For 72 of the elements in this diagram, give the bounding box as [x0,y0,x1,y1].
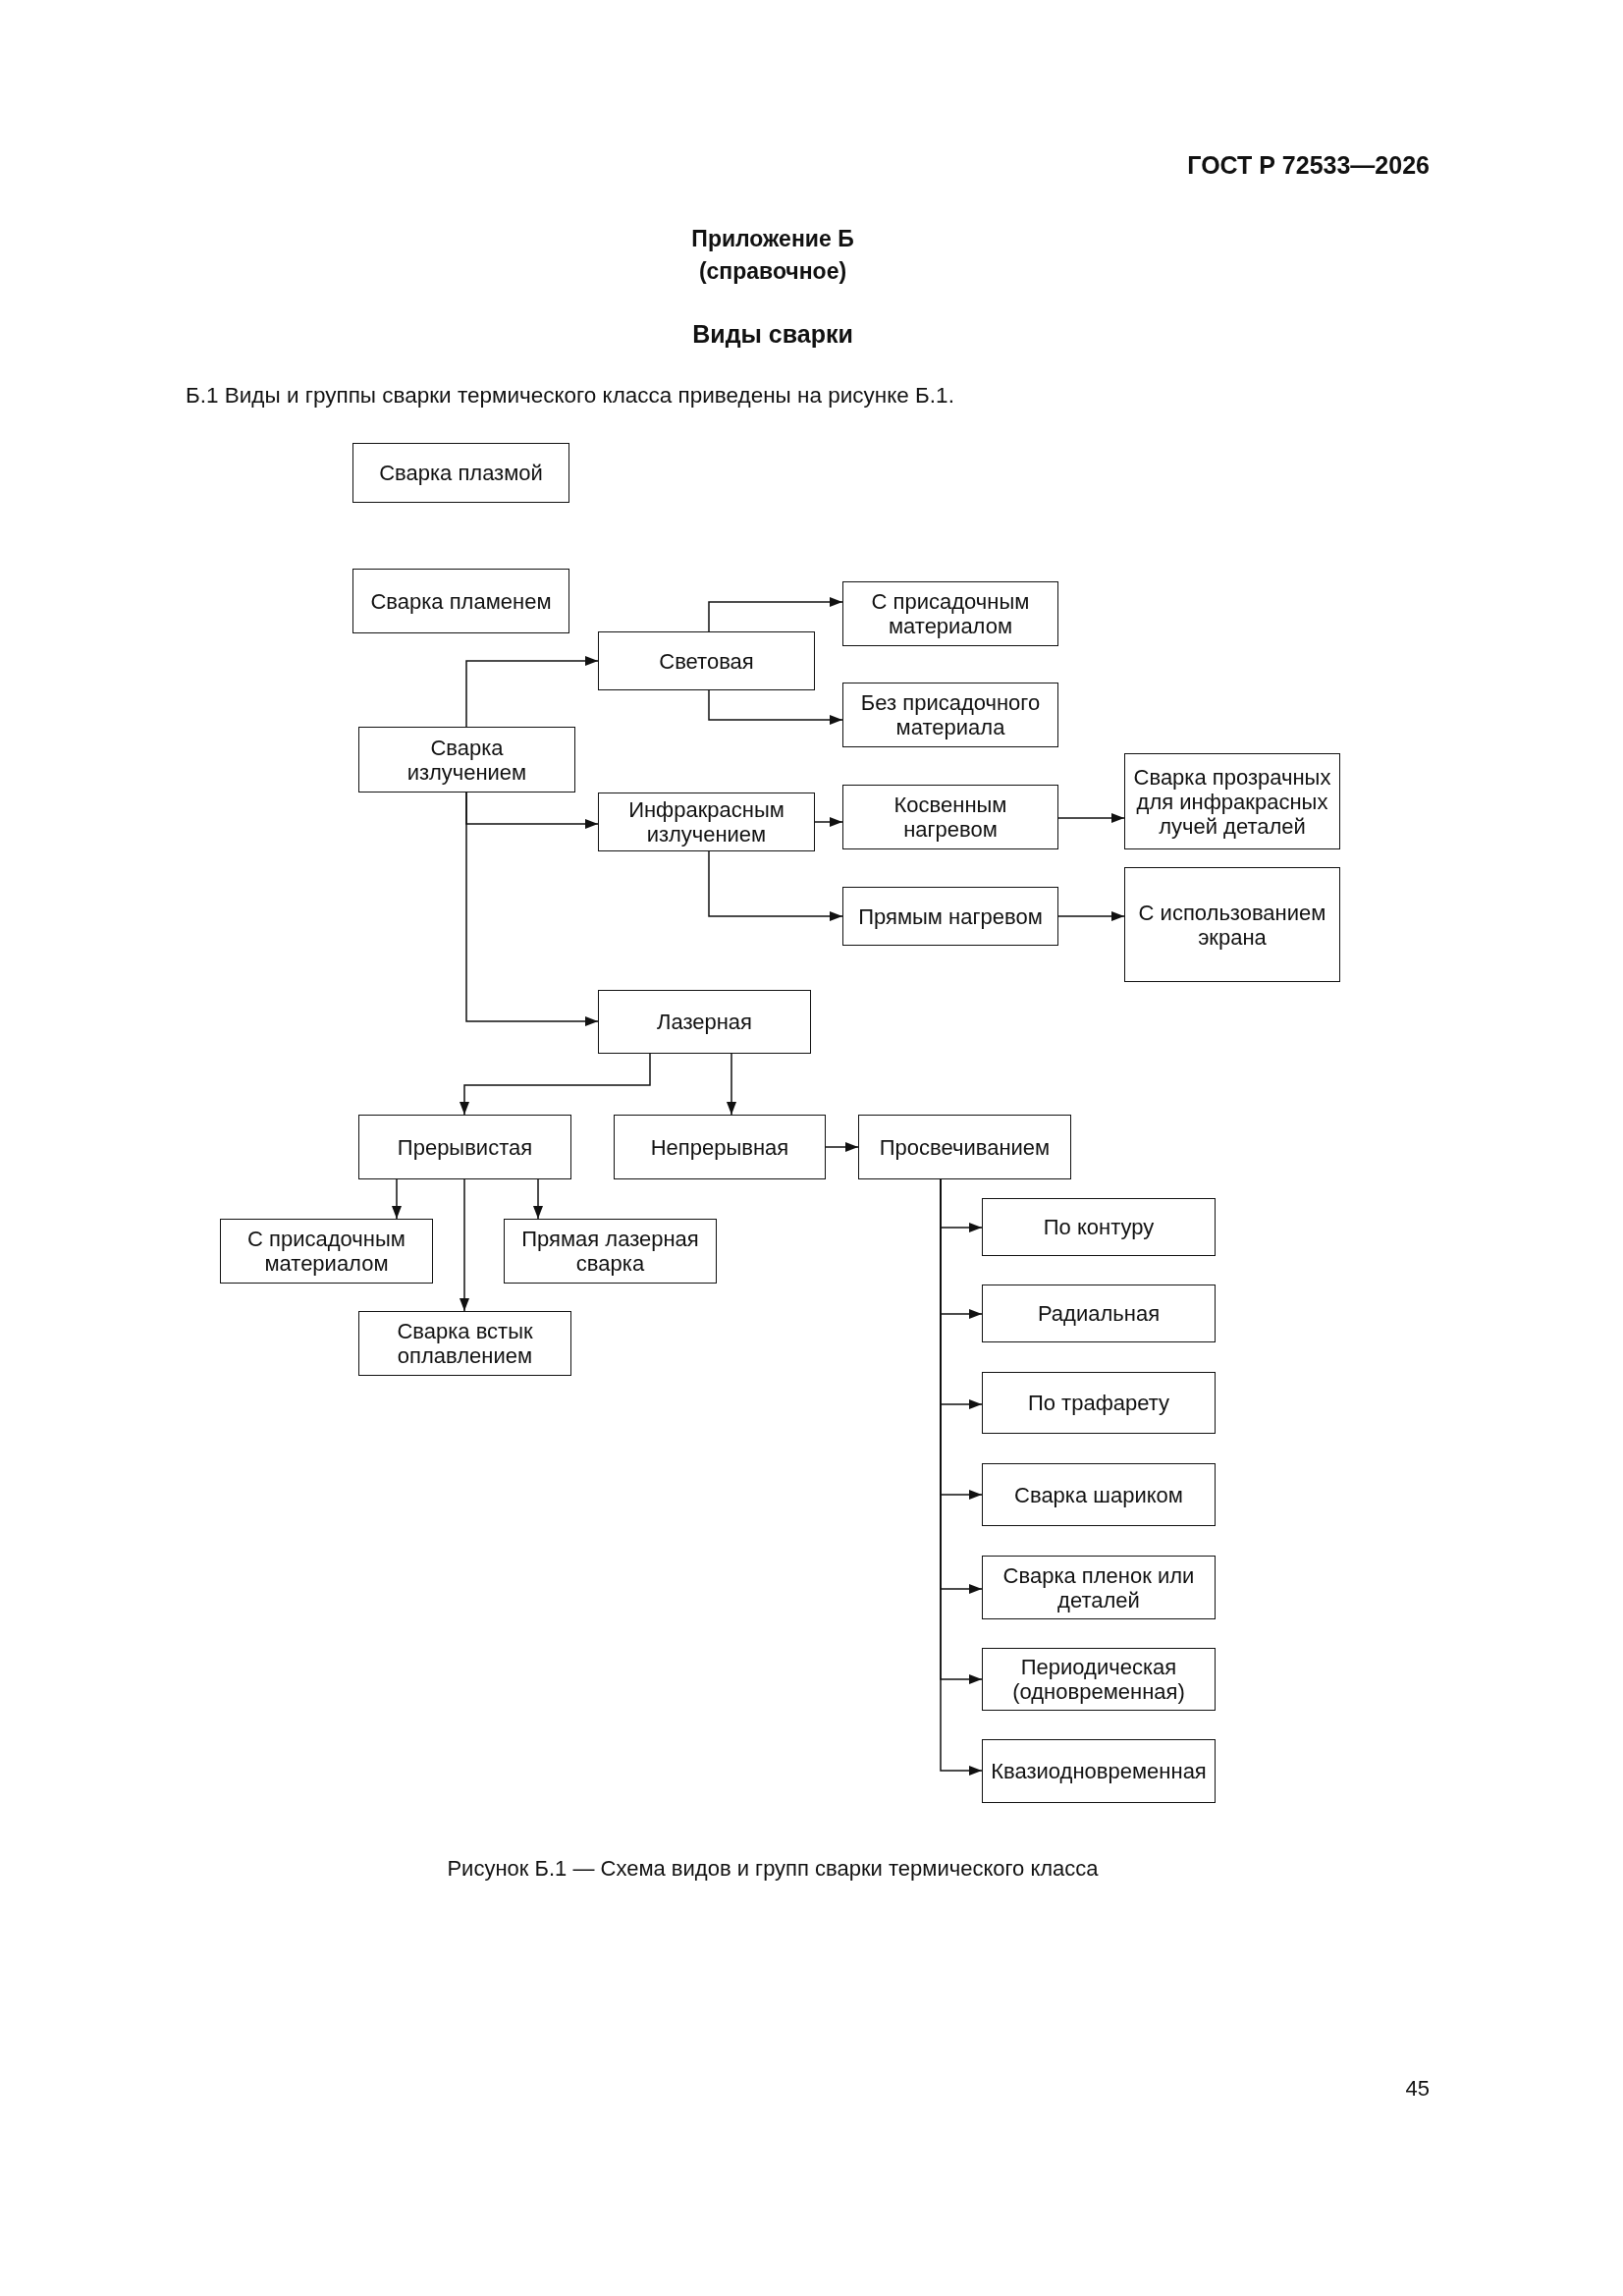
connector-arrow [708,689,843,725]
connector-arrow [708,597,843,632]
connector-arrow [708,850,843,921]
category-box [598,990,811,1054]
connector-arrow [1057,911,1125,921]
category-box [358,1311,571,1376]
category-label: Радиальная [1037,1301,1161,1326]
appendix-heading: Приложение Б [691,226,854,253]
category-label: Сварка пленок или деталей [1001,1562,1196,1613]
category-label: Сварка плазмой [379,461,543,485]
category-label: Непрерывная [650,1134,789,1160]
category-box [842,785,1058,849]
category-box [358,727,575,793]
category-box [598,631,815,690]
category-box [982,1372,1216,1434]
category-box [352,569,569,633]
category-box [352,443,569,503]
category-label: Просвечиванием [879,1134,1051,1160]
category-label: С присадочным материалом [246,1227,406,1276]
category-label: Прямым нагревом [858,903,1043,929]
category-box [1124,867,1340,982]
category-box [982,1739,1216,1803]
category-label: Световая [659,648,754,674]
category-box [1124,753,1340,849]
connector-arrow [825,1142,859,1152]
category-label: По трафарету [1027,1391,1170,1415]
category-label: Периодическая (одновременная) [1011,1655,1186,1704]
document-number: ГОСТ Р 72533—2026 [1187,150,1430,180]
connector-arrow [1057,813,1125,823]
category-box [858,1115,1071,1179]
category-label: Прерывистая [397,1134,533,1160]
connector-arrow [465,656,599,728]
connector-arrow [460,1178,469,1312]
category-label: Косвенным нагревом [893,793,1008,842]
connector-arrow [465,792,599,1026]
category-box [220,1219,433,1284]
category-box [982,1648,1216,1711]
category-box [598,793,815,851]
category-box [982,1463,1216,1526]
category-box [982,1556,1216,1619]
category-label: По контуру [1043,1215,1155,1239]
category-box [614,1115,826,1179]
category-box [842,887,1058,946]
category-label: Сварка излучением [406,735,528,785]
category-label: Сварка шариком [1014,1482,1183,1507]
category-box [358,1115,571,1179]
category-label: Сварка встык оплавлением [396,1319,534,1368]
category-box [982,1285,1216,1342]
category-box [982,1198,1216,1256]
category-label: Инфракрасным излучением [627,797,785,847]
category-label: С присадочным материалом [870,589,1031,638]
category-label: С использованием экрана [1137,900,1327,950]
connector-arrow [460,1053,651,1116]
category-label: Сварка пламенем [370,588,552,614]
category-label: Лазерная [656,1010,752,1034]
category-box [842,683,1058,747]
category-box [842,581,1058,646]
category-label: Квазиодновременная [991,1759,1207,1783]
connector-arrow [727,1053,736,1116]
connector-arrow [814,817,843,827]
connector-arrow [392,1178,402,1220]
section-title: Виды сварки [692,319,853,349]
category-label: Сварка прозрачных для инфракрасных лучей деталей [1132,764,1332,839]
category-label: Без присадочного материала [859,690,1042,739]
category-label: Прямая лазерная сварка [520,1227,700,1276]
appendix-status: (справочное) [698,258,847,286]
connector-arrow [940,1178,983,1776]
category-box [504,1219,717,1284]
intro-paragraph: Б.1 Виды и группы сварки термического класса приведены на рисунке Б.1. [186,381,954,409]
page-number: 45 [1405,2075,1430,2103]
connector-arrow [533,1178,543,1220]
figure-caption: Рисунок Б.1 — Схема видов и групп сварки термического класса [447,1855,1099,1883]
